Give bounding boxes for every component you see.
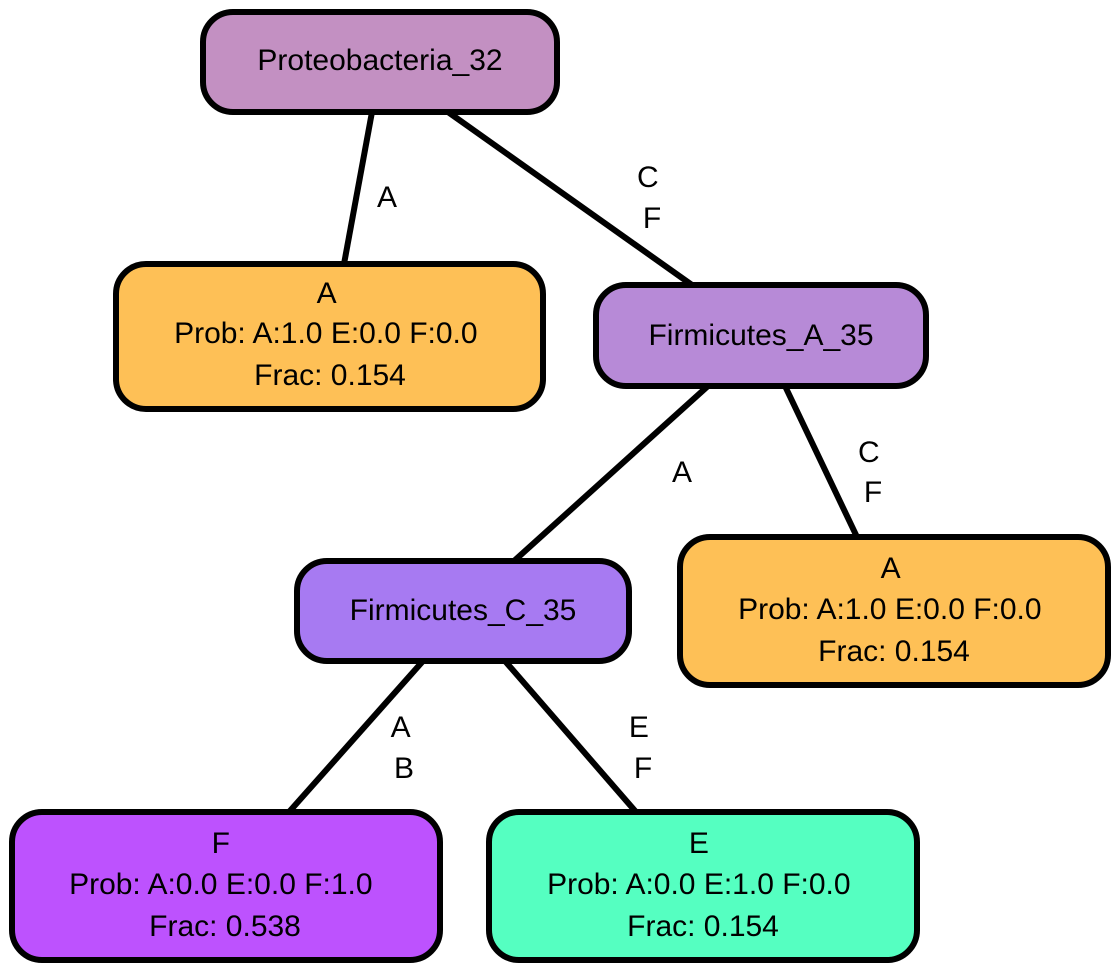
edge-firmicutes-a-to-firmicutes-c bbox=[511, 383, 711, 564]
edge-label-firmicutes-a-firmicutes-c: A bbox=[672, 456, 692, 489]
node-leaf-f: F Prob: A:0.0 E:0.0 F:1.0 Frac: 0.538 bbox=[9, 809, 443, 963]
edge-label-root-firmicutes-a: C F bbox=[637, 161, 667, 235]
node-firmicutes-a-label: Firmicutes_A_35 bbox=[648, 319, 873, 352]
edge-root-to-firmicutes-a bbox=[446, 109, 694, 288]
edge-label-firmicutes-a-leaf-a2: C F bbox=[858, 436, 888, 509]
edges bbox=[286, 109, 860, 814]
node-leaf-e-text: E Prob: A:0.0 E:1.0 F:0.0 Frac: 0.154 bbox=[547, 827, 859, 943]
node-root: Proteobacteria_32 bbox=[200, 9, 560, 115]
node-leaf-f-text: F Prob: A:0.0 E:0.0 F:1.0 Frac: 0.538 bbox=[69, 827, 381, 943]
node-leaf-a2-text: A Prob: A:1.0 E:0.0 F:0.0 Frac: 0.154 bbox=[738, 552, 1050, 668]
node-leaf-e-box bbox=[486, 809, 920, 963]
node-firmicutes-c-label: Firmicutes_C_35 bbox=[350, 594, 577, 627]
node-leaf-a1: A Prob: A:1.0 E:0.0 F:0.0 Frac: 0.154 bbox=[113, 261, 546, 412]
edge-firmicutes-c-to-leaf-e bbox=[502, 659, 639, 814]
node-leaf-f-box bbox=[9, 809, 443, 963]
node-leaf-a1-box bbox=[113, 261, 546, 412]
node-firmicutes-c: Firmicutes_C_35 bbox=[294, 558, 632, 664]
edge-firmicutes-c-to-leaf-f bbox=[286, 659, 426, 814]
node-firmicutes-c-box bbox=[294, 558, 632, 664]
edge-label-firmicutes-c-leaf-f: A B bbox=[391, 711, 418, 785]
node-leaf-a2-box bbox=[677, 534, 1111, 688]
edge-firmicutes-a-to-leaf-a2 bbox=[782, 384, 860, 539]
node-leaf-a1-text: A Prob: A:1.0 E:0.0 F:0.0 Frac: 0.154 bbox=[174, 277, 486, 392]
edge-labels: A C F A C F A B E F bbox=[377, 161, 888, 785]
node-firmicutes-a: Firmicutes_A_35 bbox=[593, 282, 929, 389]
node-leaf-e: E Prob: A:0.0 E:1.0 F:0.0 Frac: 0.154 bbox=[486, 809, 920, 963]
node-root-label: Proteobacteria_32 bbox=[257, 44, 502, 77]
node-leaf-a2: A Prob: A:1.0 E:0.0 F:0.0 Frac: 0.154 bbox=[677, 534, 1111, 688]
edge-label-firmicutes-c-leaf-e: E F bbox=[629, 711, 657, 785]
edge-root-to-leaf-a1 bbox=[341, 111, 375, 265]
node-firmicutes-a-box bbox=[593, 282, 929, 389]
node-root-box bbox=[200, 9, 560, 115]
edge-label-root-leaf-a1: A bbox=[377, 181, 397, 214]
